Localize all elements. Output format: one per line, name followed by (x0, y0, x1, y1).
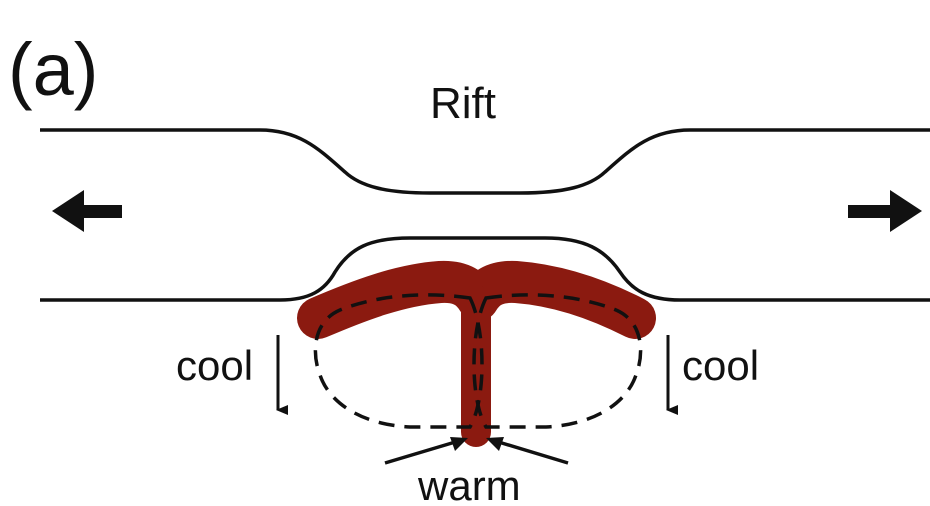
right-cool-label: cool (682, 342, 759, 389)
upper-surface-line (40, 130, 930, 193)
rift-label: Rift (430, 79, 496, 128)
panel-label: (a) (8, 28, 98, 111)
warm-arrow-right (492, 440, 568, 463)
left-cool-label: cool (176, 342, 253, 389)
left-extension-arrow (52, 190, 122, 232)
warm-arrowhead-left (450, 437, 468, 451)
warm-arrow-left (385, 440, 462, 463)
warm-label: warm (417, 462, 521, 506)
warm-arrowhead-right (486, 437, 504, 451)
right-extension-arrow (848, 190, 922, 232)
